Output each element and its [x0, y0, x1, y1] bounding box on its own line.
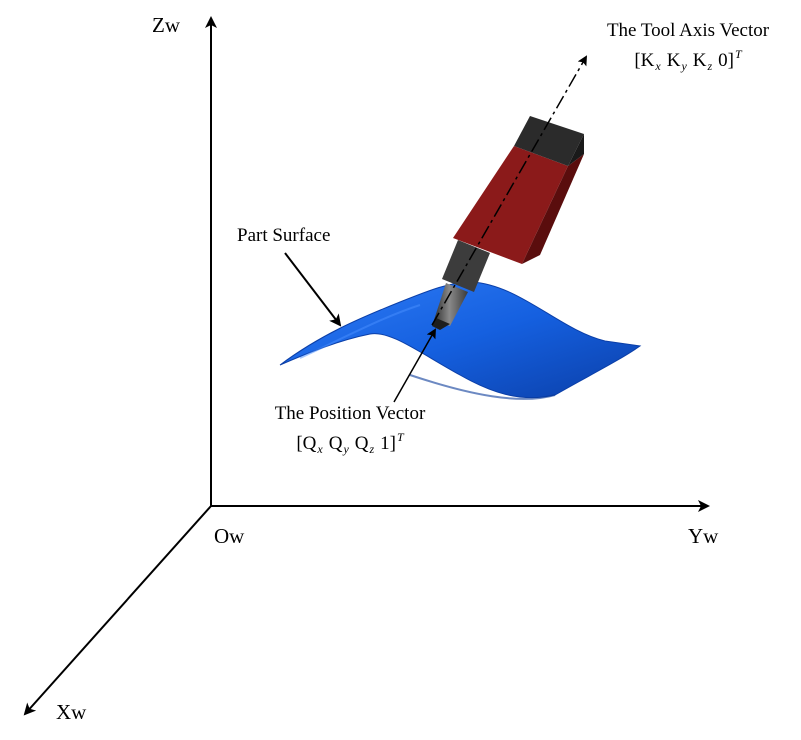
tool-axis-vector-title: The Tool Axis Vector — [606, 20, 770, 41]
tool-shank — [434, 283, 468, 326]
tool-axis-close-bracket: ] — [727, 50, 734, 71]
tool-axis-last: 0 — [718, 50, 728, 71]
position-sub-y: y — [343, 442, 349, 456]
x-axis — [23, 505, 212, 716]
position-sub-x: x — [317, 442, 323, 456]
position-vector-arrow — [393, 328, 436, 403]
part-surface-pointer — [284, 252, 342, 327]
tool-body-side — [522, 154, 584, 264]
tool-axis-k2: K — [666, 50, 681, 71]
position-q1: Q — [302, 433, 317, 454]
tool-axis-k1: K — [640, 50, 655, 71]
part-surface — [279, 281, 642, 400]
position-last: 1 — [380, 433, 390, 454]
position-q2: Q — [328, 433, 343, 454]
cutting-tool — [432, 116, 584, 330]
x-axis-label: Xw — [56, 700, 87, 724]
tool-cap-side — [568, 134, 584, 166]
tool-axis-transpose: T — [735, 47, 742, 61]
tool-tip — [432, 318, 450, 330]
tool-cap-top — [514, 116, 584, 166]
position-sub-z: z — [369, 442, 375, 456]
tool-axis-sub-z: z — [707, 59, 713, 73]
part-surface-label: Part Surface — [237, 225, 331, 246]
tool-axis-vector-arrow — [431, 55, 587, 326]
position-transpose: T — [397, 430, 404, 444]
y-axis-label: Yw — [688, 524, 719, 548]
position-close-bracket: ] — [389, 433, 396, 454]
position-vector-title: The Position Vector — [274, 403, 426, 424]
tool-body-front — [453, 146, 568, 264]
tool-axis-open-bracket: [ — [634, 50, 641, 71]
origin-label: Ow — [214, 524, 245, 548]
position-q3: Q — [354, 433, 369, 454]
z-axis-label: Zw — [152, 13, 180, 37]
tool-axis-sub-x: x — [655, 59, 661, 73]
tool-axis-sub-y: y — [681, 59, 687, 73]
position-open-bracket: [ — [296, 433, 303, 454]
tool-axis-k3: K — [692, 50, 707, 71]
